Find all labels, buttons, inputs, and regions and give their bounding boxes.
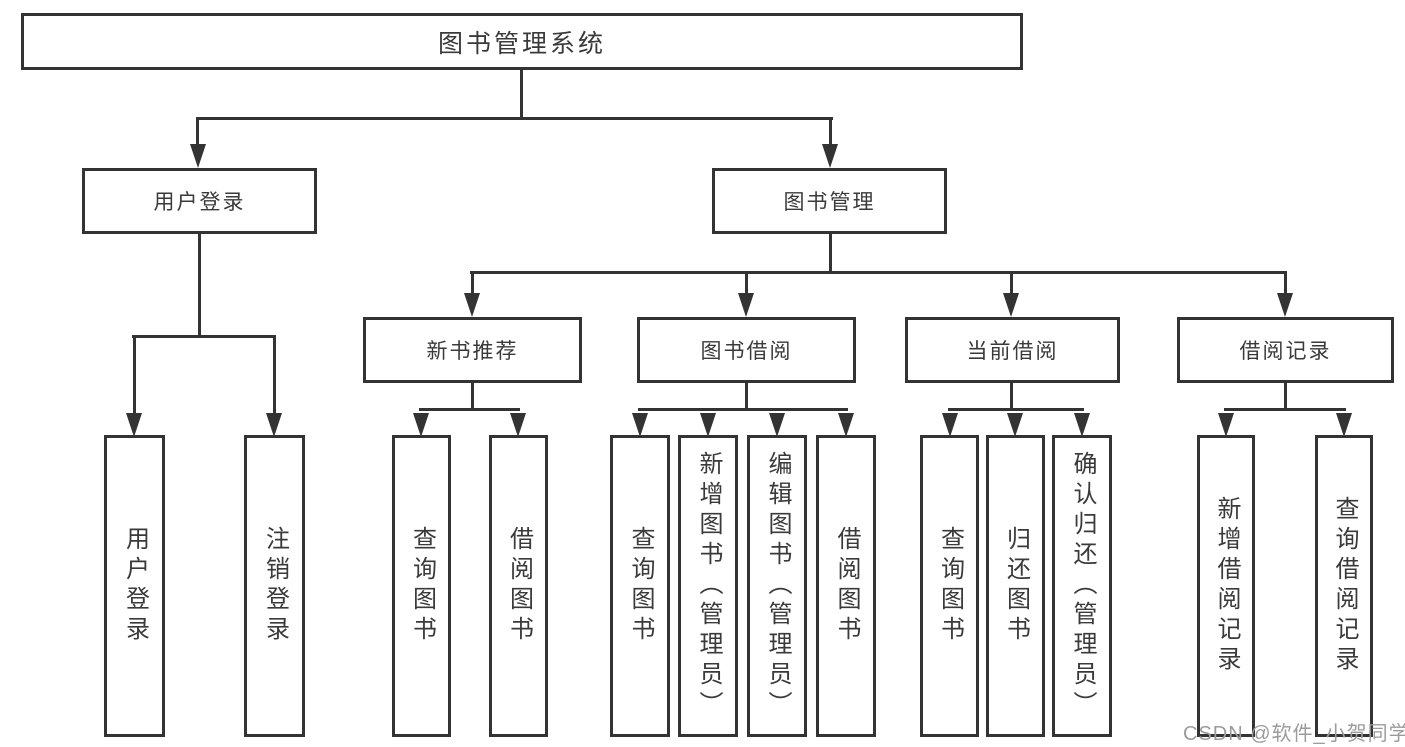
- node-library-management-system: 图书管理系统: [21, 13, 1023, 70]
- leaf-borrow-book-1: 借阅图书: [489, 435, 548, 737]
- leaf-label: 查询图书: [936, 526, 964, 646]
- leaf-label: 用户登录: [121, 526, 149, 646]
- leaf-logout: 注销登录: [244, 435, 305, 737]
- connector-to-leaf-user-login: [133, 335, 136, 415]
- arrowhead-current-borrow: [1003, 293, 1019, 317]
- connector-new-book-recommend-bus: [419, 408, 520, 411]
- leaf-label: 新增图书（管理员）: [695, 451, 722, 721]
- arrowhead-leaf-query-book-3: [942, 413, 958, 437]
- connector-root-stem: [520, 70, 523, 118]
- arrowhead-leaf-return-book: [1007, 413, 1023, 437]
- leaf-label: 归还图书: [1002, 526, 1030, 646]
- arrowhead-leaf-logout: [266, 413, 282, 437]
- connector-new-book-recommend-stem: [471, 383, 474, 411]
- node-label: 借阅记录: [1239, 340, 1332, 363]
- arrowhead-new-book-recommend: [464, 293, 480, 317]
- node-label: 新书推荐: [426, 340, 519, 363]
- leaf-label: 编辑图书（管理员）: [764, 451, 791, 721]
- arrowhead-leaf-confirm-return: [1074, 413, 1090, 437]
- leaf-query-book-3: 查询图书: [920, 435, 979, 737]
- leaf-label: 借阅图书: [505, 526, 533, 646]
- leaf-user-login: 用户登录: [104, 435, 165, 737]
- connector-current-borrow-stem: [1010, 383, 1013, 411]
- leaf-label: 查询图书: [627, 526, 654, 646]
- csdn-watermark: CSDN @软件_小贺同学: [1183, 723, 1405, 745]
- arrowhead-leaf-user-login: [126, 413, 142, 437]
- leaf-query-book-2: 查询图书: [610, 435, 670, 737]
- node-label: 用户登录: [153, 191, 246, 214]
- connector-user-login-stem: [198, 234, 201, 335]
- connector-book-management-stem: [829, 234, 832, 274]
- arrowhead-book-borrow: [738, 293, 754, 317]
- node-current-borrow: 当前借阅: [905, 317, 1120, 383]
- connector-user-login-bus: [132, 335, 276, 338]
- node-label: 图书借阅: [700, 340, 793, 363]
- connector-level2-bus: [196, 117, 833, 120]
- node-label: 图书管理系统: [437, 29, 606, 58]
- leaf-add-borrow-record: 新增借阅记录: [1197, 435, 1255, 737]
- node-user-login: 用户登录: [82, 168, 317, 234]
- connector-borrow-record-stem: [1284, 383, 1287, 411]
- leaf-add-book-admin: 新增图书（管理员）: [678, 435, 738, 737]
- arrowhead-leaf-query-book-1: [413, 413, 429, 437]
- leaf-query-borrow-record: 查询借阅记录: [1315, 435, 1373, 737]
- arrowhead-leaf-query-book-2: [632, 413, 648, 437]
- arrowhead-user-login: [190, 144, 206, 168]
- node-book-borrow: 图书借阅: [637, 317, 856, 383]
- connector-to-user-login: [196, 117, 199, 147]
- leaf-edit-book-admin: 编辑图书（管理员）: [747, 435, 807, 737]
- node-book-management: 图书管理: [712, 168, 947, 234]
- leaf-label: 查询图书: [408, 526, 436, 646]
- connector-to-current-borrow: [1010, 271, 1013, 297]
- arrowhead-leaf-add-borrow-record: [1218, 413, 1234, 437]
- leaf-borrow-book-2: 借阅图书: [816, 435, 876, 737]
- leaf-label: 新增借阅记录: [1213, 496, 1240, 676]
- leaf-confirm-return-admin: 确认归还（管理员）: [1052, 435, 1112, 737]
- leaf-label: 查询借阅记录: [1331, 496, 1358, 676]
- connector-to-book-management: [829, 117, 832, 147]
- node-label: 当前借阅: [966, 340, 1059, 363]
- arrowhead-leaf-borrow-book-1: [510, 413, 526, 437]
- connector-current-borrow-bus: [948, 408, 1084, 411]
- arrowhead-leaf-query-borrow-record: [1336, 413, 1352, 437]
- leaf-label: 注销登录: [261, 526, 289, 646]
- node-label: 图书管理: [783, 191, 876, 214]
- leaf-return-book: 归还图书: [986, 435, 1045, 737]
- leaf-label: 借阅图书: [833, 526, 860, 646]
- connector-borrow-record-bus: [1224, 408, 1346, 411]
- connector-to-book-borrow: [745, 271, 748, 297]
- arrowhead-leaf-edit-book: [769, 413, 785, 437]
- arrowhead-book-management: [822, 144, 838, 168]
- leaf-query-book-1: 查询图书: [392, 435, 451, 737]
- connector-book-borrow-stem: [745, 383, 748, 411]
- connector-book-management-bus: [470, 271, 1287, 274]
- node-borrow-record: 借阅记录: [1177, 317, 1394, 383]
- arrowhead-borrow-record: [1277, 293, 1293, 317]
- arrowhead-leaf-add-book: [700, 413, 716, 437]
- connector-to-borrow-record: [1284, 271, 1287, 297]
- connector-to-leaf-logout: [273, 335, 276, 415]
- connector-book-borrow-bus: [638, 408, 848, 411]
- arrowhead-leaf-borrow-book-2: [838, 413, 854, 437]
- connector-to-new-book-recommend: [471, 271, 474, 297]
- leaf-label: 确认归还（管理员）: [1069, 451, 1096, 721]
- node-new-book-recommend: 新书推荐: [363, 317, 582, 383]
